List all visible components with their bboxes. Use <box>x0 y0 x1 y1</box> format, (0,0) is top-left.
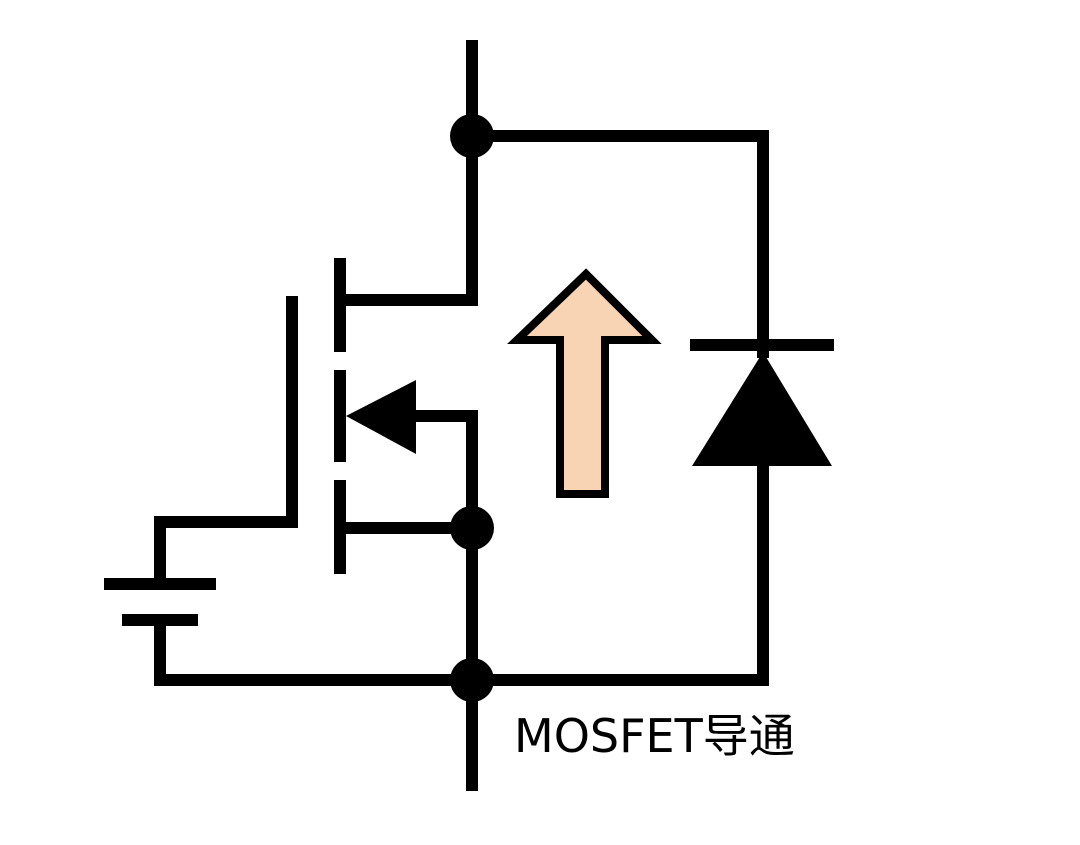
diagram-caption: MOSFET导通 <box>514 709 795 763</box>
mosfet-body-lead <box>404 410 478 534</box>
diode-triangle <box>692 352 832 466</box>
junction-dot-top <box>450 114 494 158</box>
mosfet-drain-lead <box>340 130 478 306</box>
gate-battery <box>104 516 478 686</box>
diode-loop-wire <box>466 130 769 686</box>
junction-dot-bottom <box>450 658 494 702</box>
body-diode <box>690 339 834 466</box>
current-up-arrow <box>507 268 662 498</box>
mosfet-body-arrow <box>346 380 416 454</box>
mosfet-symbol <box>286 130 478 574</box>
junction-dot-source <box>450 506 494 550</box>
